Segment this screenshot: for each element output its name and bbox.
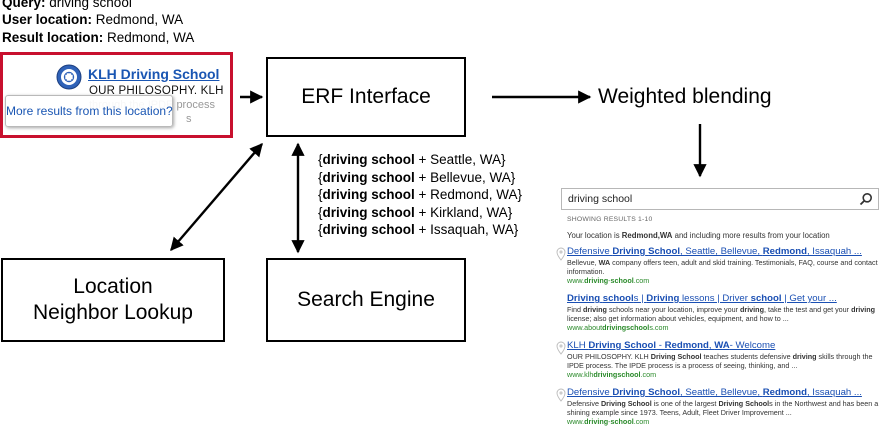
- query-location: Bellevue, WA: [430, 169, 511, 185]
- location-lookup-label-line2: Neighbor Lookup: [33, 301, 193, 324]
- location-result-snippet: KLH Driving School OUR PHILOSOPHY. KLH t…: [0, 52, 233, 138]
- result-location-value: Redmond, WA: [107, 30, 195, 45]
- search-result-title-link[interactable]: Driving schools | Driving lessons | Driv…: [567, 293, 837, 304]
- more-results-tooltip[interactable]: More results from this location?: [5, 95, 173, 127]
- query-location: Issaquah, WA: [430, 222, 514, 237]
- search-result: Driving schools | Driving lessons | Driv…: [567, 293, 883, 332]
- search-result-title-link[interactable]: KLH Driving School - Redmond, WA- Welcom…: [567, 340, 776, 351]
- location-pin-icon: [56, 64, 82, 90]
- expanded-query-item: {driving school + Seattle, WA}: [318, 152, 506, 167]
- search-result-description: Defensive Driving School is one of the l…: [567, 399, 879, 417]
- expanded-query-item: {driving school + Bellevue, WA}: [318, 169, 516, 185]
- snippet-faded-text-2: s: [186, 113, 192, 125]
- expanded-query-list: {driving school + Seattle, WA} {driving …: [318, 151, 522, 239]
- expanded-query-item: {driving school + Kirkland, WA}: [318, 204, 513, 220]
- search-engine-box: Search Engine: [266, 258, 466, 342]
- search-engine-label: Search Engine: [297, 287, 435, 311]
- search-result-title-link[interactable]: Defensive Driving School, Seattle, Belle…: [567, 246, 862, 257]
- search-result: KLH Driving School - Redmond, WA- Welcom…: [556, 340, 883, 379]
- query-line: Query: driving school: [2, 0, 132, 10]
- location-notice: Your location is Redmond,WA and includin…: [567, 231, 830, 240]
- search-result-description: Bellevue, WA company offers teen, adult …: [567, 258, 878, 276]
- search-input-value: driving school: [568, 193, 633, 205]
- map-pin-icon: [556, 388, 566, 402]
- query-label: Query:: [2, 0, 46, 10]
- map-pin-icon: [556, 341, 566, 355]
- search-result-url[interactable]: www.aboutdrivingschools.com: [567, 323, 669, 332]
- expanded-query-item: {driving school + Issaquah, WA}: [318, 222, 519, 237]
- search-result: Defensive Driving School, Seattle, Belle…: [556, 387, 883, 426]
- location-notice-post: and including more results from your loc…: [672, 231, 830, 240]
- search-result-description: OUR PHILOSOPHY. KLH Driving School teach…: [567, 352, 873, 370]
- query-term: driving school: [322, 152, 415, 167]
- query-term: driving school: [322, 204, 415, 220]
- user-location-label: User location:: [2, 12, 93, 27]
- search-result-title-link[interactable]: Defensive Driving School, Seattle, Belle…: [567, 387, 862, 398]
- result-location-label: Result location:: [2, 30, 104, 45]
- query-location: Redmond, WA: [430, 187, 518, 202]
- query-term: driving school: [322, 169, 415, 185]
- query-location: Kirkland, WA: [430, 204, 508, 220]
- search-result-url[interactable]: www.driving-school.com: [567, 276, 650, 285]
- search-results-page: driving school SHOWING RESULTS 1-10 Your…: [556, 184, 883, 433]
- erf-interface-label: ERF Interface: [301, 84, 431, 108]
- search-input[interactable]: driving school: [561, 188, 879, 210]
- map-pin-icon: [556, 247, 566, 261]
- search-result-url[interactable]: www.klhdrivingschool.com: [567, 370, 657, 379]
- query-value: driving school: [49, 0, 132, 10]
- snippet-description: OUR PHILOSOPHY. KLH: [89, 85, 224, 97]
- results-count: SHOWING RESULTS 1-10: [567, 216, 653, 223]
- location-lookup-label-line1: Location: [73, 274, 153, 298]
- snippet-title-link[interactable]: KLH Driving School: [88, 66, 220, 82]
- search-icon[interactable]: [859, 192, 873, 206]
- location-neighbor-lookup-box: Location Neighbor Lookup: [1, 258, 225, 342]
- weighted-blending-label: Weighted blending: [598, 85, 772, 108]
- query-term: driving school: [322, 187, 415, 202]
- query-term: driving school: [322, 222, 415, 237]
- search-result: Defensive Driving School, Seattle, Belle…: [556, 246, 883, 285]
- location-notice-city: Redmond,WA: [621, 231, 673, 240]
- location-notice-pre: Your location is: [567, 231, 622, 240]
- user-location-value: Redmond, WA: [95, 12, 184, 27]
- expanded-query-item: {driving school + Redmond, WA}: [318, 187, 522, 202]
- search-result-description: Find driving schools near your location,…: [567, 305, 876, 323]
- arrow-erf-location-lookup: [170, 142, 263, 252]
- user-location-line: User location: Redmond, WA: [2, 12, 183, 27]
- search-result-url[interactable]: www.driving-school.com: [567, 417, 650, 426]
- query-location: Seattle, WA: [430, 152, 501, 167]
- result-location-line: Result location: Redmond, WA: [2, 30, 194, 45]
- erf-interface-box: ERF Interface: [266, 57, 466, 137]
